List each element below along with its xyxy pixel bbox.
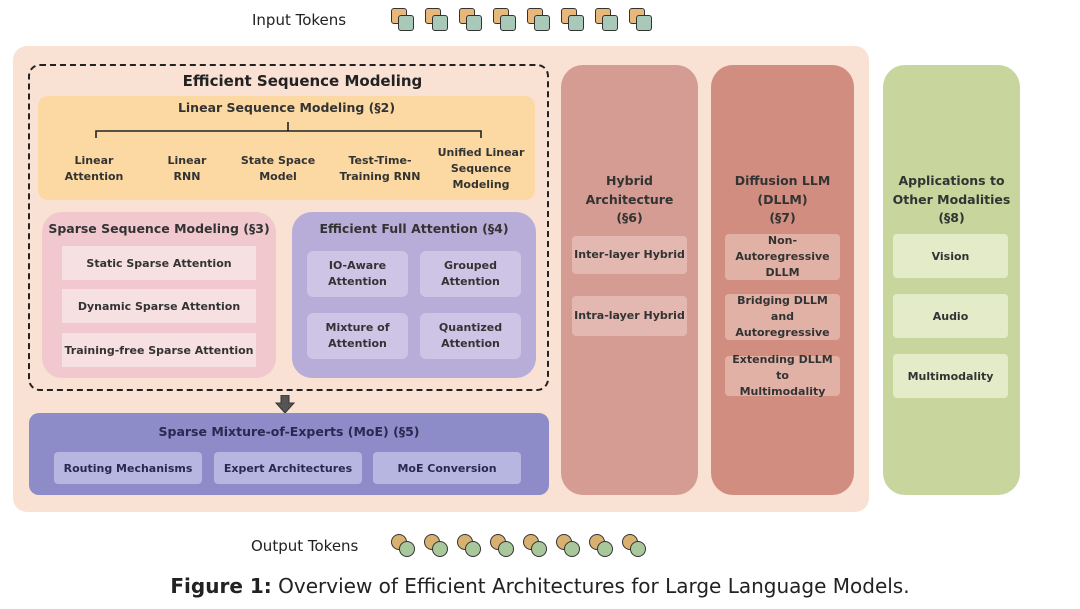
down-arrow-icon	[275, 395, 295, 414]
training-free-sparse-attention: Training-free Sparse Attention	[62, 333, 256, 367]
quantized-attention: Quantized Attention	[420, 313, 521, 359]
dynamic-sparse-attention: Dynamic Sparse Attention	[62, 289, 256, 323]
expert-architectures: Expert Architectures	[214, 452, 362, 484]
grouped-attention: Grouped Attention	[420, 251, 521, 297]
output-token-icon	[390, 533, 416, 557]
test-time-training-rnn-cell: Test-Time- Training RNN	[339, 154, 421, 183]
linear-sequence-modeling-title: Linear Sequence Modeling (§2)	[177, 99, 396, 115]
efficient-full-attention-title: Efficient Full Attention (§4)	[319, 220, 509, 236]
inter-layer-hybrid: Inter-layer Hybrid	[572, 236, 687, 274]
intra-layer-hybrid: Intra-layer Hybrid	[572, 296, 687, 336]
input-token-icon	[458, 7, 482, 31]
non-autoregressive-dllm: Non- Autoregressive DLLM	[725, 234, 840, 280]
bridging-dllm-autoregressive: Bridging DLLM and Autoregressive	[725, 294, 840, 340]
input-token-icon	[390, 7, 414, 31]
input-token-icon	[492, 7, 516, 31]
sparse-sequence-modeling-title: Sparse Sequence Modeling (§3)	[48, 220, 270, 236]
output-token-icon	[456, 533, 482, 557]
input-token-icon	[424, 7, 448, 31]
static-sparse-attention: Static Sparse Attention	[62, 246, 256, 280]
moe-conversion: MoE Conversion	[373, 452, 521, 484]
input-tokens-label: Input Tokens	[252, 11, 347, 29]
output-token-icon	[555, 533, 581, 557]
linear-sequence-modeling-panel	[38, 96, 535, 200]
input-token-icon	[560, 7, 584, 31]
figure-caption-text: Overview of Efficient Architectures for …	[278, 574, 910, 598]
routing-mechanisms: Routing Mechanisms	[54, 452, 202, 484]
hybrid-architecture-panel	[561, 65, 698, 495]
efficient-sequence-modeling-title: Efficient Sequence Modeling	[182, 72, 423, 90]
figure-caption-label: Figure 1:	[170, 574, 272, 598]
output-token-icon	[489, 533, 515, 557]
unified-linear-sequence-modeling-cell: Unified Linear Sequence Modeling	[437, 146, 525, 191]
output-token-icon	[522, 533, 548, 557]
audio-item: Audio	[893, 294, 1008, 338]
input-token-row	[390, 7, 652, 31]
output-tokens-label: Output Tokens	[251, 537, 359, 555]
diffusion-llm-title: Diffusion LLM (DLLM) (§7)	[734, 172, 831, 226]
input-token-icon	[526, 7, 550, 31]
output-token-icon	[588, 533, 614, 557]
efficient-sequence-modeling-box	[28, 64, 549, 391]
extending-dllm-multimodality: Extending DLLM to Multimodality	[725, 353, 840, 398]
linear-attention-cell: Linear Attention	[64, 154, 124, 183]
multimodality-item: Multimodality	[893, 354, 1008, 398]
mixture-of-attention: Mixture of Attention	[307, 313, 408, 359]
state-space-model-cell: State Space Model	[240, 154, 316, 183]
figure-caption: Figure 1: Overview of Efficient Architec…	[0, 574, 1080, 598]
moe-title: Sparse Mixture-of-Experts (MoE) (§5)	[158, 423, 420, 439]
linear-rnn-cell: Linear RNN	[167, 154, 207, 183]
input-token-icon	[594, 7, 618, 31]
applications-title: Applications to Other Modalities (§8)	[892, 172, 1011, 226]
hybrid-architecture-title: Hybrid Architecture (§6)	[585, 172, 674, 226]
diffusion-llm-panel	[711, 65, 854, 495]
output-token-icon	[423, 533, 449, 557]
output-token-icon	[621, 533, 647, 557]
output-token-row	[390, 533, 647, 557]
input-token-icon	[628, 7, 652, 31]
vision-item: Vision	[893, 234, 1008, 278]
applications-panel	[883, 65, 1020, 495]
io-aware-attention: IO-Aware Attention	[307, 251, 408, 297]
